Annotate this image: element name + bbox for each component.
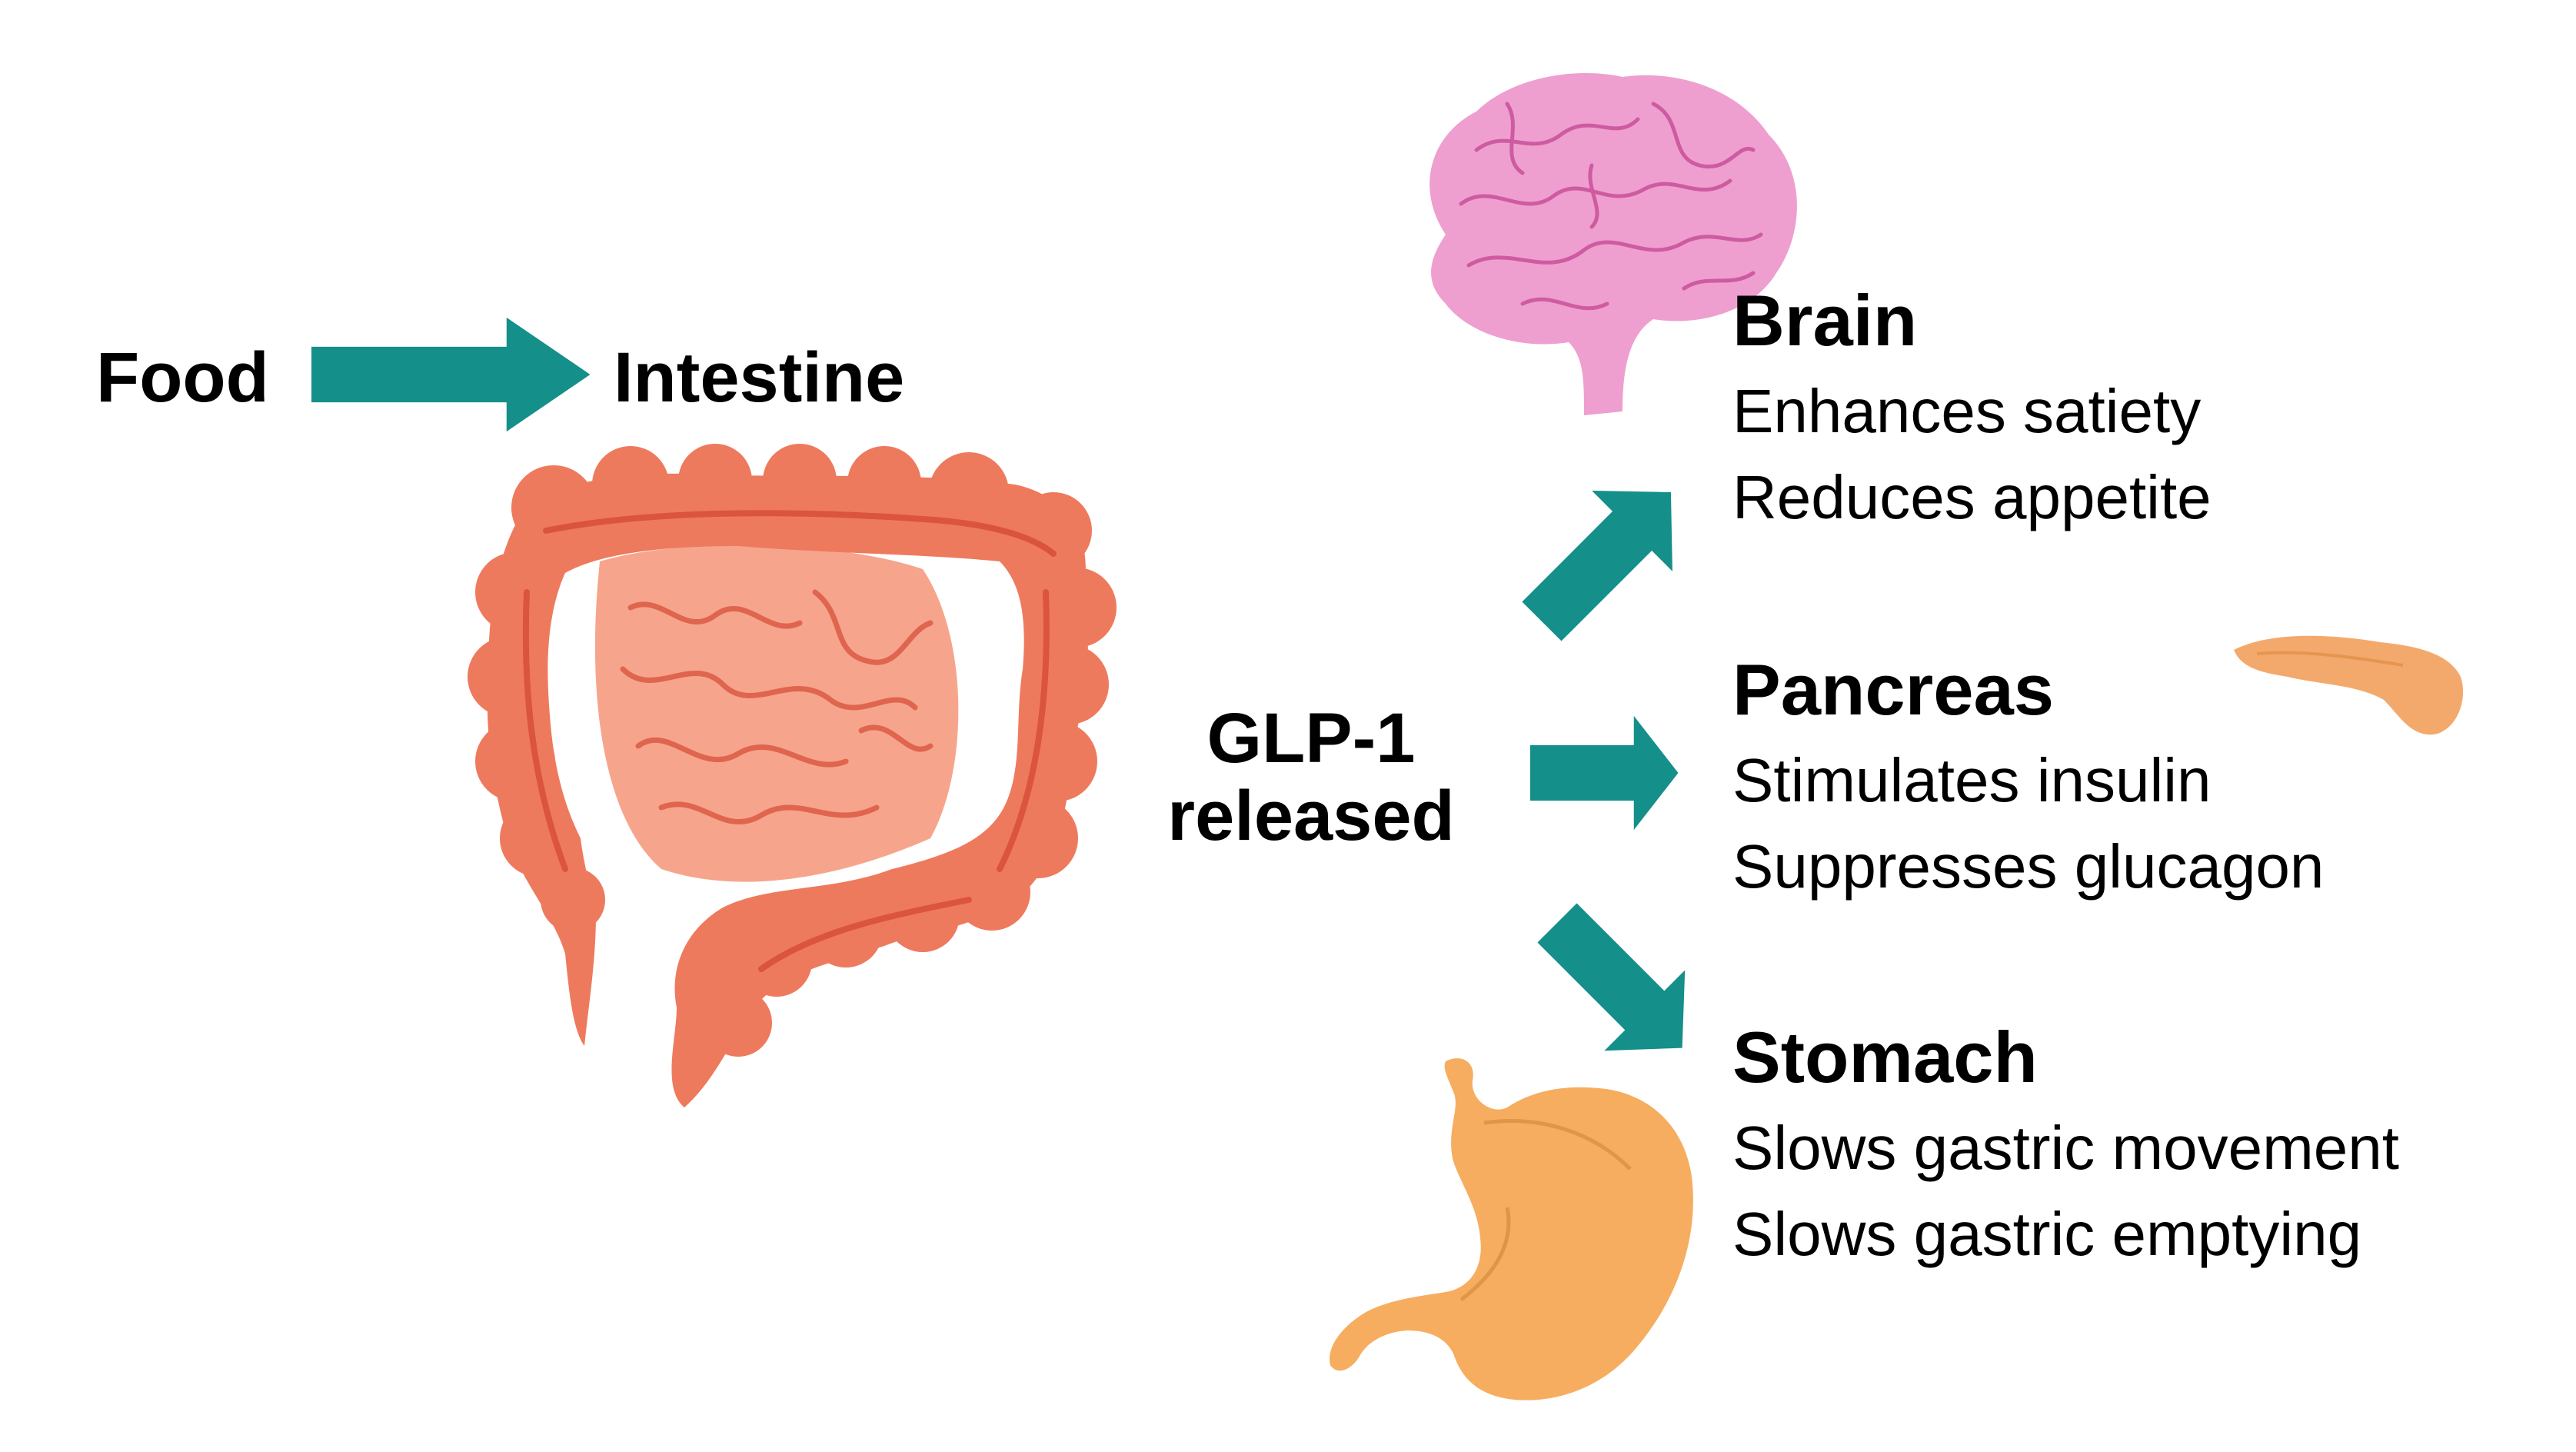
- intestine-icon: [468, 444, 1117, 1107]
- food-to-intestine-arrow: [311, 317, 591, 432]
- food-label: Food: [96, 338, 269, 417]
- glp1-released-label: GLP-1 released: [1138, 699, 1484, 856]
- stomach-heading: Stomach: [1732, 1017, 2038, 1097]
- glp1-line-1: GLP-1: [1206, 699, 1416, 778]
- arrow-to-pancreas: [1530, 715, 1679, 831]
- pancreas-effect-2: Suppresses glucagon: [1732, 832, 2325, 901]
- pancreas-icon: [2234, 635, 2464, 735]
- stomach-effect-1: Slows gastric movement: [1732, 1114, 2399, 1182]
- stomach-effect-2: Slows gastric emptying: [1732, 1200, 2362, 1268]
- intestine-label: Intestine: [614, 338, 905, 417]
- glp1-line-2: released: [1167, 777, 1455, 856]
- brain-effect-1: Enhances satiety: [1732, 377, 2202, 445]
- stomach-icon: [1330, 1058, 1693, 1400]
- brain-icon: [1429, 73, 1797, 415]
- brain-heading: Brain: [1732, 280, 1918, 361]
- pancreas-effect-1: Stimulates insulin: [1732, 746, 2212, 814]
- arrow-to-brain: [1501, 451, 1712, 662]
- brain-effect-2: Reduces appetite: [1732, 463, 2212, 531]
- pancreas-heading: Pancreas: [1732, 649, 2055, 730]
